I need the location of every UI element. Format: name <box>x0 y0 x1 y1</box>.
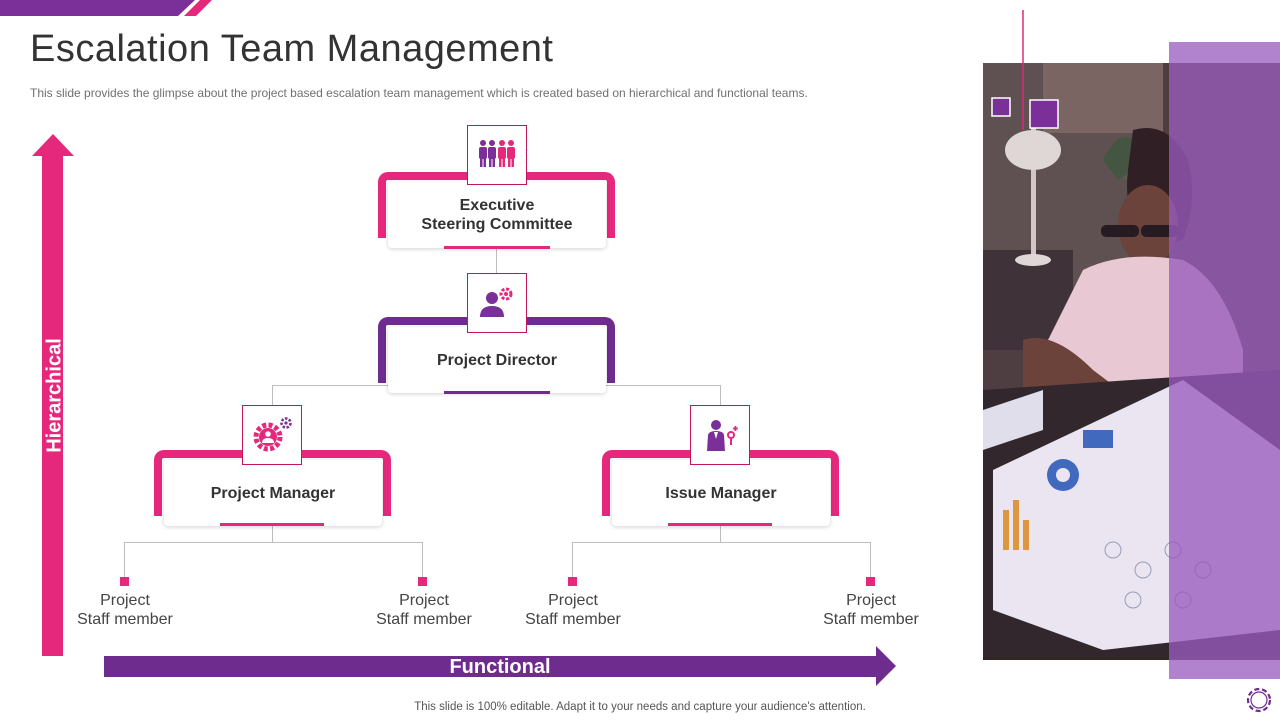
staff-label-line1: Project <box>399 592 449 609</box>
connector-right-down <box>720 385 721 407</box>
connector-manager-horizontal <box>124 542 423 543</box>
footer-note: This slide is 100% editable. Adapt it to… <box>414 701 866 713</box>
hierarchical-label: Hierarchical <box>43 338 66 453</box>
connector-staff3 <box>572 542 573 578</box>
staff-label: Project Staff member <box>359 591 489 629</box>
staff-label: Project Staff member <box>60 591 190 629</box>
gear-outline-icon <box>1246 687 1272 713</box>
corner-decoration <box>0 0 212 16</box>
staff-label-line1: Project <box>100 592 150 609</box>
hierarchical-arrow <box>32 134 74 656</box>
staff-marker <box>568 577 577 586</box>
director-label: Project Director <box>436 351 558 369</box>
staff-label-line2: Staff member <box>823 611 919 628</box>
staff-label-line2: Staff member <box>77 611 173 628</box>
team-icon <box>479 140 515 167</box>
executive-label-line1: Executive <box>459 197 535 214</box>
executive-card: Executive Steering Committee <box>388 182 606 248</box>
connector-staff4 <box>870 542 871 578</box>
manager-card: Project Manager <box>164 460 382 526</box>
executive-icon-box <box>467 125 527 185</box>
staff-label: Project Staff member <box>508 591 638 629</box>
connector-issue-down <box>720 526 721 542</box>
director-underline <box>444 391 550 394</box>
staff-marker <box>866 577 875 586</box>
connector-exec-director <box>496 248 497 274</box>
connector-issue-horizontal <box>572 542 871 543</box>
staff-marker <box>418 577 427 586</box>
woman-working-photo <box>983 10 1280 679</box>
director-icon-box <box>467 273 527 333</box>
user-gear-icon <box>480 287 513 317</box>
staff-label-line2: Staff member <box>525 611 621 628</box>
staff-marker <box>120 577 129 586</box>
staff-label-line2: Staff member <box>376 611 472 628</box>
functional-arrow <box>104 646 896 686</box>
executive-underline <box>444 246 550 249</box>
issue-label: Issue Manager <box>665 484 777 502</box>
staff-label-line1: Project <box>846 592 896 609</box>
executive-label-line2: Steering Committee <box>421 216 573 233</box>
issue-card: Issue Manager <box>612 460 830 526</box>
staff-label: Project Staff member <box>806 591 936 629</box>
manager-underline <box>220 523 324 526</box>
manager-icon-box <box>242 405 302 465</box>
issue-icon-box <box>690 405 750 465</box>
page-subtitle: This slide provides the glimpse about th… <box>30 86 808 100</box>
gear-people-icon <box>253 417 292 452</box>
issue-underline <box>668 523 772 526</box>
director-card: Project Director <box>388 327 606 393</box>
connector-manager-down <box>272 526 273 542</box>
person-alert-icon <box>707 420 738 451</box>
functional-label: Functional <box>449 656 551 678</box>
staff-label-line1: Project <box>548 592 598 609</box>
page-title: Escalation Team Management <box>30 28 554 70</box>
connector-left-down <box>272 385 273 407</box>
connector-staff2 <box>422 542 423 578</box>
manager-label: Project Manager <box>210 484 336 502</box>
connector-staff1 <box>124 542 125 578</box>
